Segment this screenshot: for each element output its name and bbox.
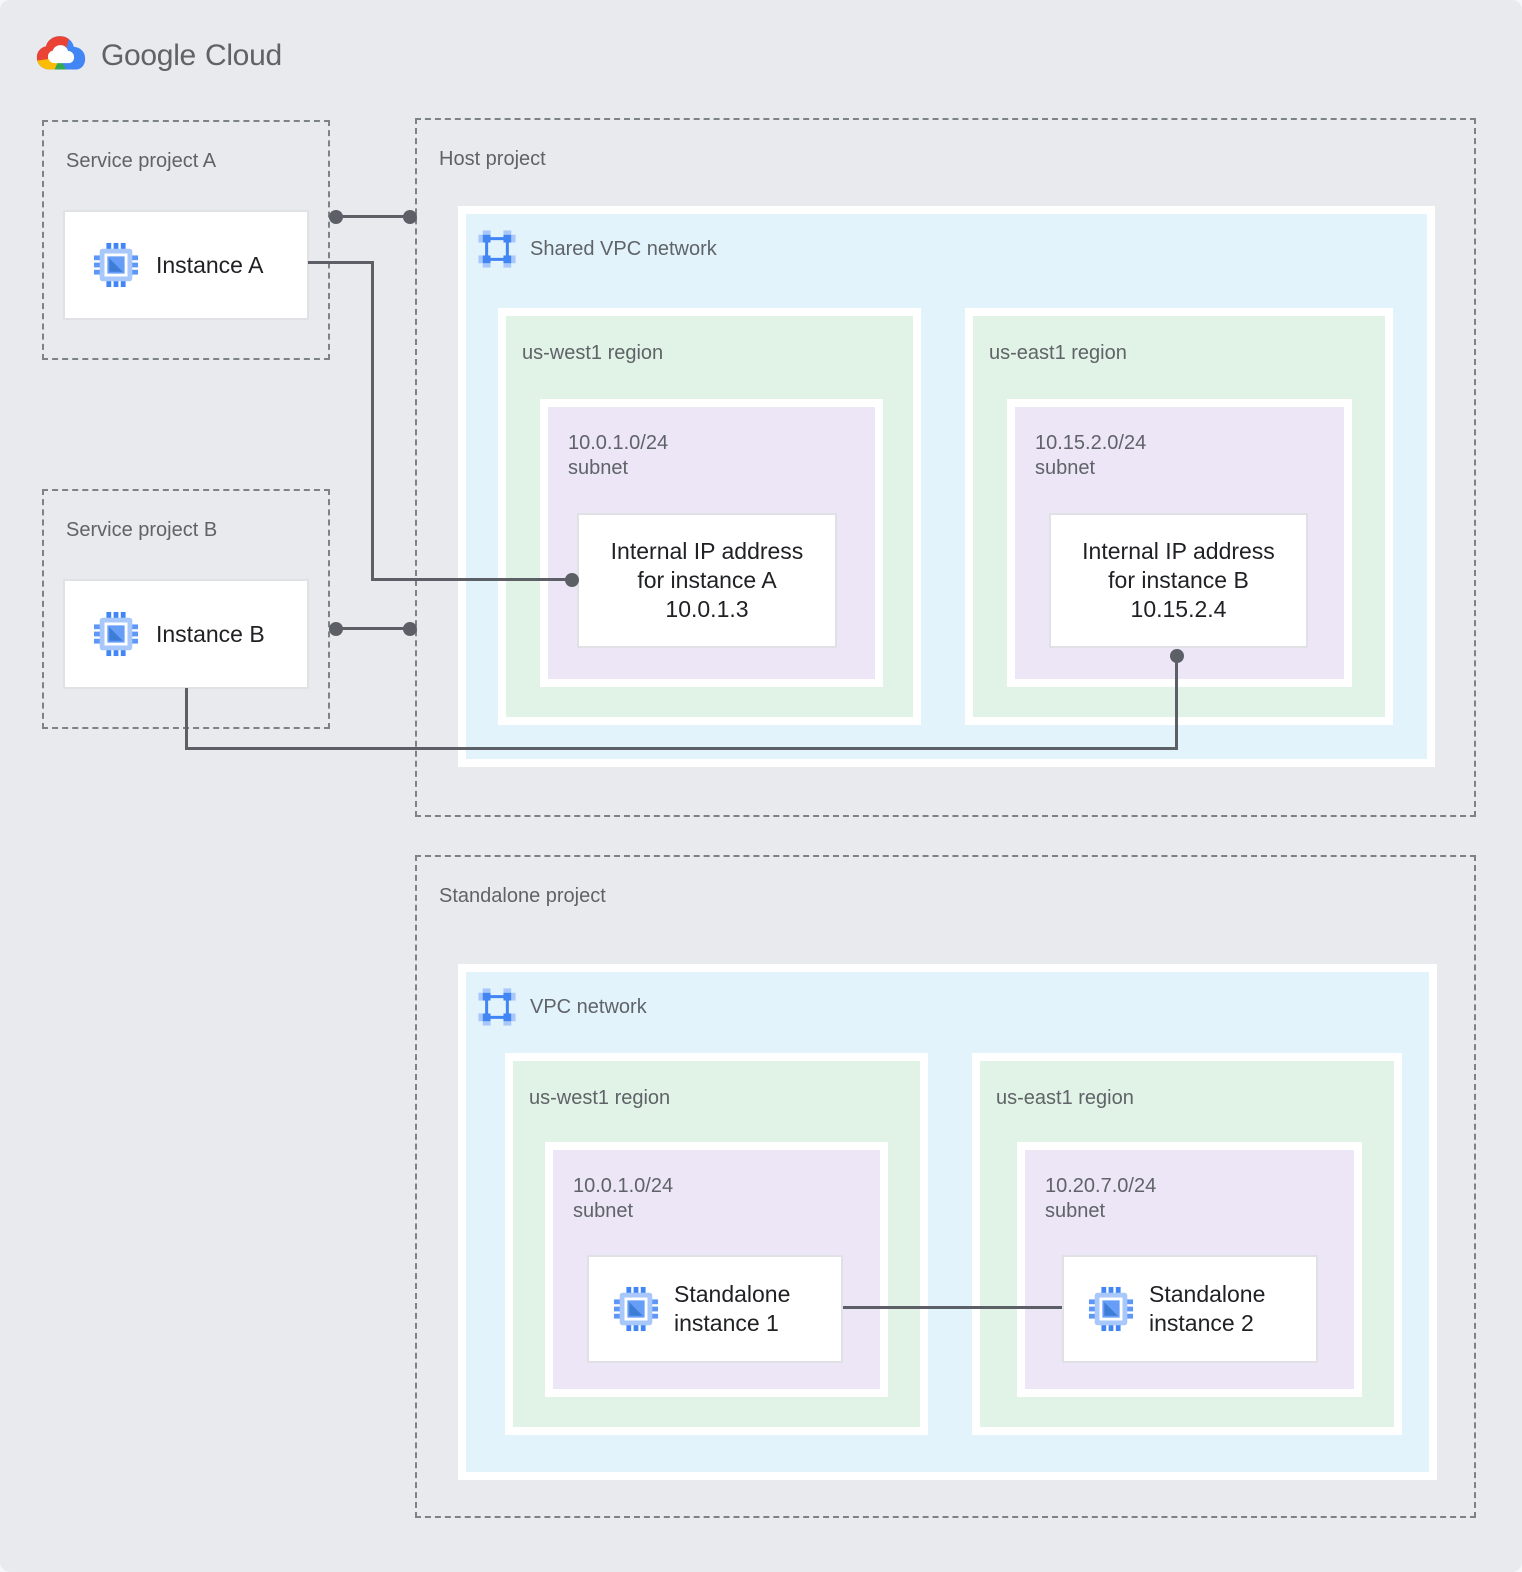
- service-project-a-box: Service project A: [42, 120, 330, 360]
- subnet-word: subnet: [573, 1200, 634, 1222]
- host-project-box: Host project: [415, 118, 1476, 817]
- ip-b-line1: Internal IP address: [1082, 538, 1275, 564]
- host-subnet-us-west1: 10.0.1.0/24 subnet Internal IP address f…: [540, 399, 883, 687]
- connector-dot: [329, 622, 343, 636]
- standalone-project-box: Standalone project: [415, 855, 1476, 1518]
- standalone-subnet-us-east1-label: 10.20.7.0/24 subnet: [1045, 1174, 1156, 1224]
- host-region-us-east1-label: us-east1 region: [989, 342, 1127, 364]
- google-cloud-icon: [34, 34, 88, 77]
- standalone-region-us-west1: us-west1 region 10.0.1.0/24 subnet: [505, 1053, 928, 1435]
- vpc-network-header: VPC network: [478, 988, 647, 1026]
- connector-dot: [403, 210, 417, 224]
- ip-a-line2: for instance A: [637, 567, 777, 593]
- shared-vpc-network-header: Shared VPC network: [478, 230, 717, 268]
- subnet-word: subnet: [1045, 1200, 1106, 1222]
- connector-service-a-host: [336, 215, 412, 218]
- instance-a-card: Instance A: [63, 210, 309, 320]
- connector-instance-b-v2: [1175, 655, 1178, 750]
- standalone-subnet-us-east1: 10.20.7.0/24 subnet: [1017, 1142, 1362, 1397]
- ip-a-line1: Internal IP address: [610, 538, 804, 564]
- subnet-word: subnet: [568, 457, 629, 479]
- connector-instance-b-v1: [185, 688, 188, 750]
- subnet-cidr: 10.0.1.0/24: [573, 1175, 674, 1197]
- standalone-project-label: Standalone project: [439, 885, 606, 907]
- compute-instance-icon: [93, 242, 139, 288]
- internal-ip-b-card: Internal IP address for instance B 10.15…: [1049, 513, 1308, 648]
- ip-b-line2: for instance B: [1108, 567, 1249, 593]
- standalone-instance-2-card: Standalone instance 2: [1062, 1255, 1318, 1363]
- standalone-region-us-east1: us-east1 region 10.20.7.0/24 subnet: [972, 1053, 1402, 1435]
- vpc-network-label: VPC network: [530, 995, 647, 1018]
- connector-instance-a-h1: [308, 261, 374, 264]
- host-subnet-us-west1-label: 10.0.1.0/24 subnet: [568, 431, 668, 481]
- connector-instance-a-v: [371, 261, 374, 581]
- vpc-network-icon: [478, 230, 516, 268]
- host-region-us-west1: us-west1 region 10.0.1.0/24 subnet Inter…: [498, 308, 921, 725]
- logo-word-cloud: Cloud: [204, 38, 282, 72]
- standalone-subnet-us-west1-label: 10.0.1.0/24 subnet: [573, 1174, 673, 1224]
- connector-instance-a-h2: [371, 578, 572, 581]
- logo-word-google: Google: [101, 38, 196, 72]
- compute-instance-icon: [613, 1286, 659, 1332]
- connector-dot: [1170, 649, 1184, 663]
- connector-dot: [403, 622, 417, 636]
- connector-instance-b-h: [185, 747, 1178, 750]
- connector-dot: [329, 210, 343, 224]
- instance-b-label: Instance B: [156, 620, 265, 647]
- instance-b-card: Instance B: [63, 579, 309, 689]
- standalone-instance-1-card: Standalone instance 1: [587, 1255, 843, 1363]
- standalone-subnet-us-west1: 10.0.1.0/24 subnet: [545, 1142, 888, 1397]
- vpc-network-icon: [478, 988, 516, 1026]
- standalone-region-us-east1-label: us-east1 region: [996, 1087, 1134, 1109]
- standalone-instance-1-label: Standalone instance 1: [674, 1281, 791, 1336]
- vpc-network-zone: VPC network us-west1 region 10.0.1.0/24 …: [458, 964, 1437, 1480]
- subnet-cidr: 10.15.2.0/24: [1035, 432, 1147, 454]
- service-project-a-label: Service project A: [66, 150, 217, 172]
- host-region-us-west1-label: us-west1 region: [522, 342, 664, 364]
- subnet-cidr: 10.20.7.0/24: [1045, 1175, 1157, 1197]
- connector-standalone-instances: [843, 1306, 1062, 1309]
- standalone-region-us-west1-label: us-west1 region: [529, 1087, 671, 1109]
- host-subnet-us-east1: 10.15.2.0/24 subnet Internal IP address …: [1007, 399, 1352, 687]
- compute-instance-icon: [93, 611, 139, 657]
- subnet-cidr: 10.0.1.0/24: [568, 432, 669, 454]
- google-cloud-logo: Google Cloud: [34, 34, 282, 77]
- logo-wordmark: Google Cloud: [101, 39, 282, 73]
- shared-vpc-network-zone: Shared VPC network us-west1 region 10.0.…: [458, 206, 1435, 767]
- host-project-label: Host project: [439, 148, 546, 170]
- instance-a-label: Instance A: [156, 251, 264, 278]
- compute-instance-icon: [1088, 1286, 1134, 1332]
- internal-ip-a-card: Internal IP address for instance A 10.0.…: [577, 513, 837, 648]
- connector-dot: [565, 573, 579, 587]
- service-project-b-label: Service project B: [66, 519, 218, 541]
- ip-b-line3: 10.15.2.4: [1130, 596, 1227, 622]
- host-subnet-us-east1-label: 10.15.2.0/24 subnet: [1035, 431, 1146, 481]
- standalone-instance-2-label: Standalone instance 2: [1149, 1281, 1266, 1336]
- connector-service-b-host: [336, 627, 412, 630]
- ip-a-line3: 10.0.1.3: [665, 596, 749, 622]
- shared-vpc-network-label: Shared VPC network: [530, 237, 717, 260]
- subnet-word: subnet: [1035, 457, 1096, 479]
